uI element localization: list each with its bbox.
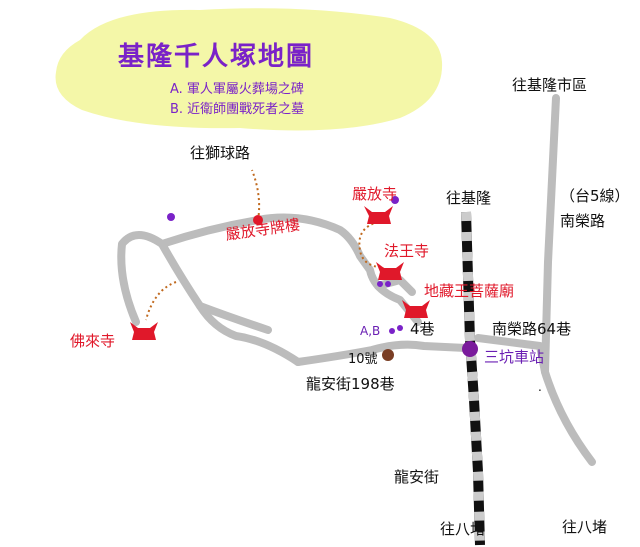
label-yanfang-temple: 嚴放寺 <box>352 185 398 203</box>
label-to-keelung: 往基隆 <box>446 189 492 207</box>
dizang-temple-marker <box>402 300 430 318</box>
label-dizang-temple: 地藏王菩薩廟 <box>424 282 515 300</box>
map-dot: . <box>538 380 542 394</box>
trail-to-shiqiu <box>251 169 261 221</box>
label-ab-marker: A,B <box>360 324 381 338</box>
purple-dot-fawang-2 <box>385 281 391 287</box>
railway-track-dashes <box>461 211 485 546</box>
yanfang-gate-marker <box>253 215 263 225</box>
label-folai-temple: 佛來寺 <box>70 332 116 350</box>
label-lane4: 4巷 <box>410 320 435 338</box>
label-to-badu-left: 往八堵 <box>440 520 486 538</box>
label-longan-street: 龍安街 <box>394 468 440 486</box>
fawang-temple-marker <box>376 262 404 280</box>
title-cloud <box>55 8 443 131</box>
label-nanrong-lane64: 南榮路64巷 <box>492 320 572 338</box>
label-no10: 10號 <box>348 352 378 367</box>
folai-temple-marker <box>130 322 158 340</box>
label-nanrong-road: 南榮路 <box>560 212 606 230</box>
sankeng-station-marker <box>462 341 478 357</box>
right-branch-road <box>474 334 549 376</box>
trails <box>145 169 385 321</box>
purple-dot-fawang-1 <box>377 281 383 287</box>
purple-dot-yanfang <box>391 196 399 204</box>
label-to-keelung-city: 往基隆市區 <box>512 76 588 94</box>
label-tai5-line: （台5線） <box>560 187 630 205</box>
purple-dot-b <box>397 325 403 331</box>
trail-to-yanfang <box>358 221 385 269</box>
yanfang-temple-marker <box>364 206 393 224</box>
label-sankeng-station: 三坑車站 <box>484 348 545 366</box>
upper-spur-road <box>196 302 272 334</box>
purple-dot-a <box>389 328 395 334</box>
purple-dot-left <box>167 213 175 221</box>
legend-b: B. 近衛師團戰死者之墓 <box>170 102 305 117</box>
railway <box>461 211 485 546</box>
trail-to-folai <box>145 281 177 321</box>
label-to-badu-right: 往八堵 <box>562 518 608 536</box>
roads <box>117 94 596 466</box>
label-to-shiqiu-road: 往獅球路 <box>190 144 251 162</box>
no10-marker <box>382 349 394 361</box>
nanrong-road-line <box>541 94 596 466</box>
loop-road <box>117 213 422 366</box>
temple-markers <box>130 206 430 340</box>
label-longan-198: 龍安街198巷 <box>306 375 395 393</box>
lower-connector-road <box>294 340 470 366</box>
legend-a: A. 軍人軍屬火葬場之碑 <box>170 82 304 97</box>
label-fawang-temple: 法王寺 <box>384 242 430 260</box>
map-title: 基隆千人塚地圖 <box>118 42 315 72</box>
